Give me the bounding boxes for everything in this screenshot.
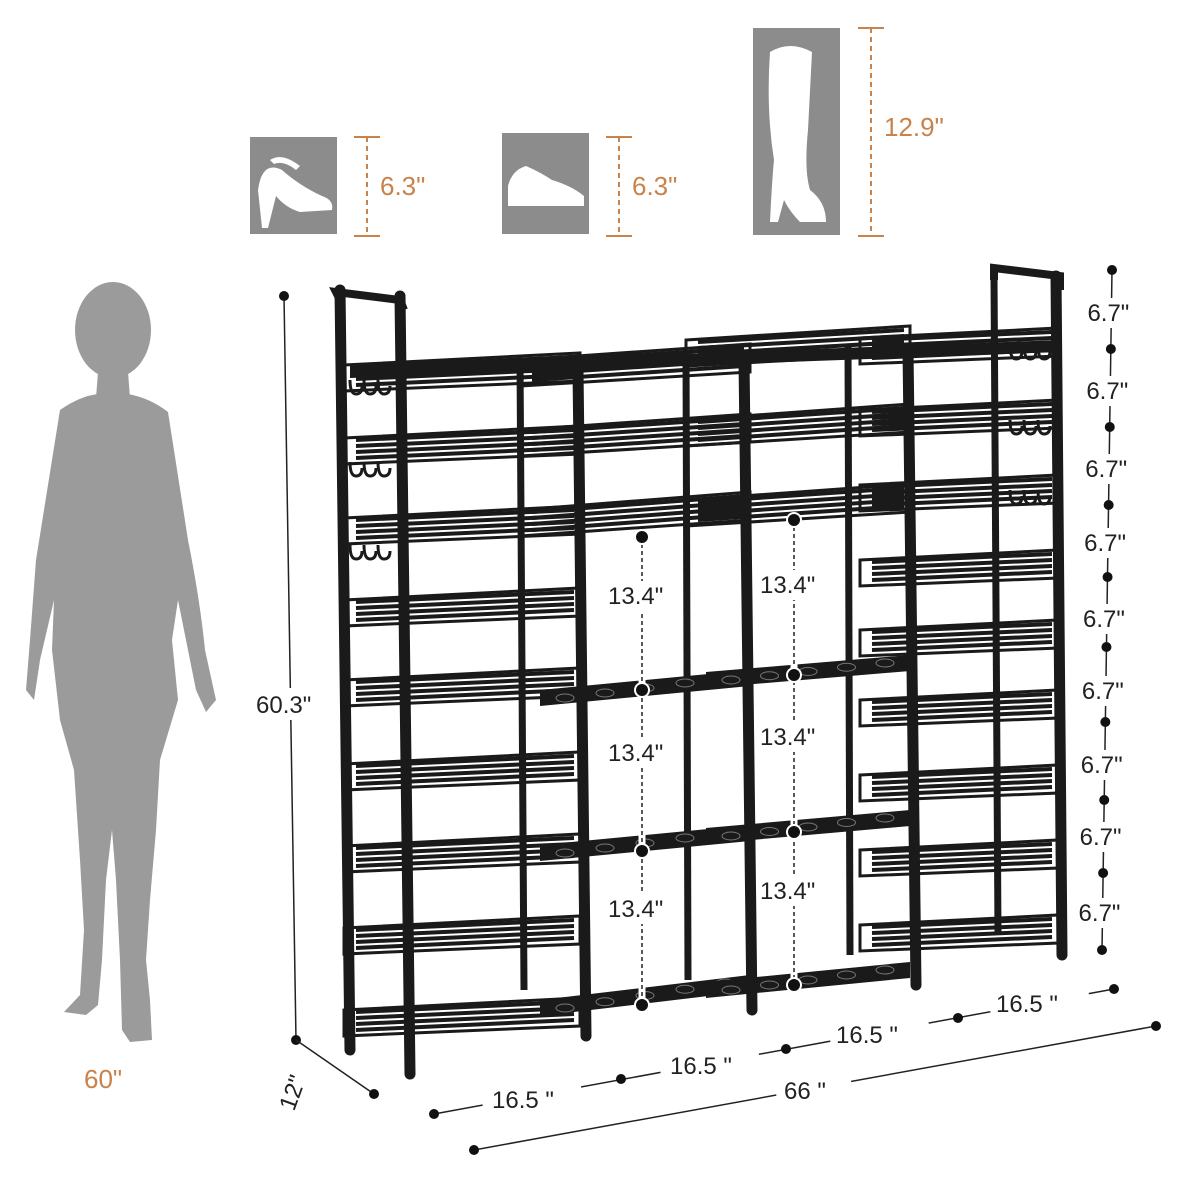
sneaker-height-label: 6.3" xyxy=(632,171,677,201)
rack-post-5 xyxy=(902,344,922,991)
tall-tier-dot-1-4 xyxy=(634,997,650,1013)
section-width-label-3: 16.5 " xyxy=(836,1022,898,1049)
rack-post-1 xyxy=(334,284,356,1056)
tier-height-label-8: 6.7" xyxy=(1080,824,1122,851)
rack-post-6 xyxy=(1050,270,1068,961)
rack-post-3 xyxy=(572,364,592,1042)
tall-tier-dot-1-2 xyxy=(634,682,650,698)
right-shelf-7 xyxy=(858,763,1060,803)
tier-dot-9 xyxy=(1098,868,1109,878)
depth-dimension xyxy=(295,1039,379,1099)
height-marker-boot xyxy=(858,27,884,237)
boot-box xyxy=(753,28,840,235)
side-hook-6 xyxy=(1008,489,1052,506)
tier-dot-7 xyxy=(1100,717,1111,727)
tier-height-label-2: 6.7" xyxy=(1086,378,1128,405)
section-width-label-2: 16.5 " xyxy=(670,1053,732,1080)
left-shelf-6 xyxy=(342,750,582,792)
height-marker-heel xyxy=(354,136,380,237)
shoe-rack xyxy=(329,263,1068,1080)
middle-upper-shelf-6 xyxy=(684,482,912,528)
side-hook-4 xyxy=(1008,344,1052,361)
side-hook-3 xyxy=(348,544,392,561)
side-hook-1 xyxy=(348,379,392,396)
tall-tier-dot-2-4 xyxy=(786,977,802,993)
tier-dot-1 xyxy=(1107,265,1117,275)
height-marker-sneaker xyxy=(606,136,632,237)
tier-dot-8 xyxy=(1099,795,1110,805)
sneaker-box xyxy=(502,133,589,234)
tall-tier-label-2: 13.4" xyxy=(608,740,663,767)
person-height-label: 60" xyxy=(84,1064,122,1094)
tier-height-label-5: 6.7" xyxy=(1083,606,1125,633)
tall-tier-dot-2-3 xyxy=(786,824,802,840)
boot-height-label: 12.9" xyxy=(884,112,944,142)
tall-tier-dot-2-2 xyxy=(786,667,802,683)
sneaker-icon xyxy=(508,166,584,206)
rack-handle-right xyxy=(990,263,1064,290)
side-hook-5 xyxy=(1008,419,1052,436)
rack-back-post-3 xyxy=(844,343,854,956)
tall-tier-label-5: 13.4" xyxy=(760,724,815,751)
section-width-label-4: 16.5 " xyxy=(996,991,1058,1018)
high-heel-icon xyxy=(258,157,333,228)
tall-tier-label-4: 13.4" xyxy=(760,572,815,599)
tier-dot-4 xyxy=(1103,500,1114,510)
tier-height-label-9: 6.7" xyxy=(1079,900,1121,927)
middle-panel-shelf-5 xyxy=(706,810,910,844)
tier-height-label-4: 6.7" xyxy=(1084,530,1126,557)
middle-panel-shelf-6 xyxy=(706,962,910,998)
tier-dot-2 xyxy=(1105,344,1116,354)
middle-panel-shelf-4 xyxy=(706,655,910,688)
right-shelf-9 xyxy=(858,913,1060,953)
left-shelf-4 xyxy=(342,586,582,628)
total-width-dimension xyxy=(469,1021,1161,1155)
total-height-label: 60.3" xyxy=(256,692,311,719)
middle-upper-shelf-5 xyxy=(684,402,912,448)
side-hook-2 xyxy=(348,461,392,478)
tall-tier-dimensions: 13.4" 13.4" 13.4" 13.4" 13.4" 13.4" xyxy=(606,512,830,1013)
right-shelf-4 xyxy=(858,548,1060,588)
rack-handle-left xyxy=(329,287,408,312)
tall-tier-dot-1-3 xyxy=(634,843,650,859)
depth-label: 12" xyxy=(274,1072,311,1114)
tier-height-label-7: 6.7" xyxy=(1081,752,1123,779)
tall-tier-label-1: 13.4" xyxy=(608,583,663,610)
tier-dot-3 xyxy=(1104,422,1115,432)
tall-boot-icon xyxy=(768,46,826,222)
right-shelf-6 xyxy=(858,688,1060,728)
total-width-label: 66 " xyxy=(784,1078,826,1105)
tier-height-label-3: 6.7" xyxy=(1085,456,1127,483)
left-shelf-9 xyxy=(342,996,582,1038)
tall-tier-label-6: 13.4" xyxy=(760,878,815,905)
tier-dot-6 xyxy=(1101,642,1112,652)
tier-height-dimensions: 6.7" 6.7" 6.7" 6.7" 6.7" 6.7" 6.7" 6.7" 6.7" xyxy=(1076,265,1138,955)
woman-silhouette-icon xyxy=(26,282,216,1042)
high-heel-box xyxy=(250,137,337,234)
tier-dot-5 xyxy=(1102,572,1113,582)
section-width-label-1: 16.5 " xyxy=(492,1087,554,1114)
heel-height-label: 6.3" xyxy=(380,171,425,201)
total-height-dimension xyxy=(252,291,332,1045)
section-width-dimensions xyxy=(429,981,1119,1121)
right-shelf-8 xyxy=(858,838,1060,878)
tall-tier-dot-2-1 xyxy=(786,512,802,528)
rack-top-board xyxy=(350,340,1060,378)
rack-back-post-2 xyxy=(682,351,692,981)
rack-back-post-4 xyxy=(990,275,1002,936)
tier-height-label-1: 6.7" xyxy=(1087,300,1129,327)
left-shelf-7 xyxy=(342,832,582,874)
right-shelf-5 xyxy=(858,618,1060,658)
tall-tier-label-3: 13.4" xyxy=(608,896,663,923)
tall-tier-dot-1-1 xyxy=(634,529,650,545)
tier-height-label-6: 6.7" xyxy=(1082,678,1124,705)
tier-dot-10 xyxy=(1097,945,1107,955)
left-shelf-8 xyxy=(342,914,582,956)
